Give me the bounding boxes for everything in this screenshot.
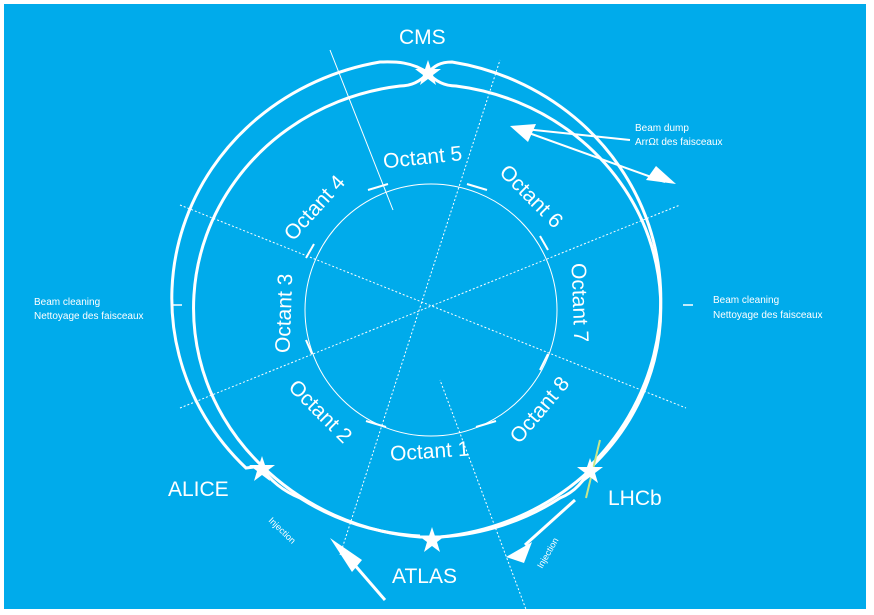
sector-marks — [305, 183, 549, 428]
label-octant-6: Octant 6 — [495, 161, 567, 233]
cleaning-right-label-en: Beam cleaning — [713, 295, 779, 306]
star-icon — [415, 60, 441, 85]
beam-dump-label-en: Beam dump — [635, 123, 689, 134]
cleaning-right-label-fr: Nettoyage des faisceaux — [713, 310, 823, 321]
label-octant-3: Octant 3 — [272, 273, 298, 353]
lhc-diagram-panel — [4, 4, 866, 609]
beam-dump-arrowheads — [510, 124, 676, 184]
label-cms: CMS — [399, 26, 446, 49]
octant-divider-lines — [179, 59, 687, 615]
label-octant-7: Octant 7 — [567, 263, 593, 343]
injection-arrowheads — [330, 538, 532, 572]
label-atlas: ATLAS — [392, 565, 457, 588]
label-octant-2: Octant 2 — [284, 376, 356, 448]
injection-left-label: Injection — [267, 515, 298, 545]
interaction-points — [249, 60, 603, 552]
beam-dump-lines — [514, 127, 666, 183]
injection-lines — [338, 498, 577, 601]
beam-dump-label-fr: ArrΩt des faisceaux — [635, 137, 723, 148]
label-alice: ALICE — [168, 478, 229, 501]
arrow-icon — [506, 542, 532, 563]
star-icon — [419, 527, 445, 552]
arrow-icon — [646, 166, 676, 184]
inner-ring — [304, 183, 558, 437]
label-octant-1: Octant 1 — [389, 437, 470, 465]
cleaning-left-label-fr: Nettoyage des faisceaux — [34, 311, 144, 322]
star-icon — [249, 456, 275, 481]
injection-right-label: Injection — [535, 536, 560, 570]
label-octant-8: Octant 8 — [506, 372, 575, 448]
label-octant-5: Octant 5 — [382, 142, 463, 173]
label-lhcb: LHCb — [608, 487, 662, 510]
arrow-icon — [510, 124, 536, 142]
cleaning-left-label-en: Beam cleaning — [34, 297, 100, 308]
star-icon — [577, 458, 603, 483]
arrow-icon — [330, 538, 362, 572]
label-octant-4: Octant 4 — [280, 171, 350, 246]
ray-line — [329, 49, 394, 211]
